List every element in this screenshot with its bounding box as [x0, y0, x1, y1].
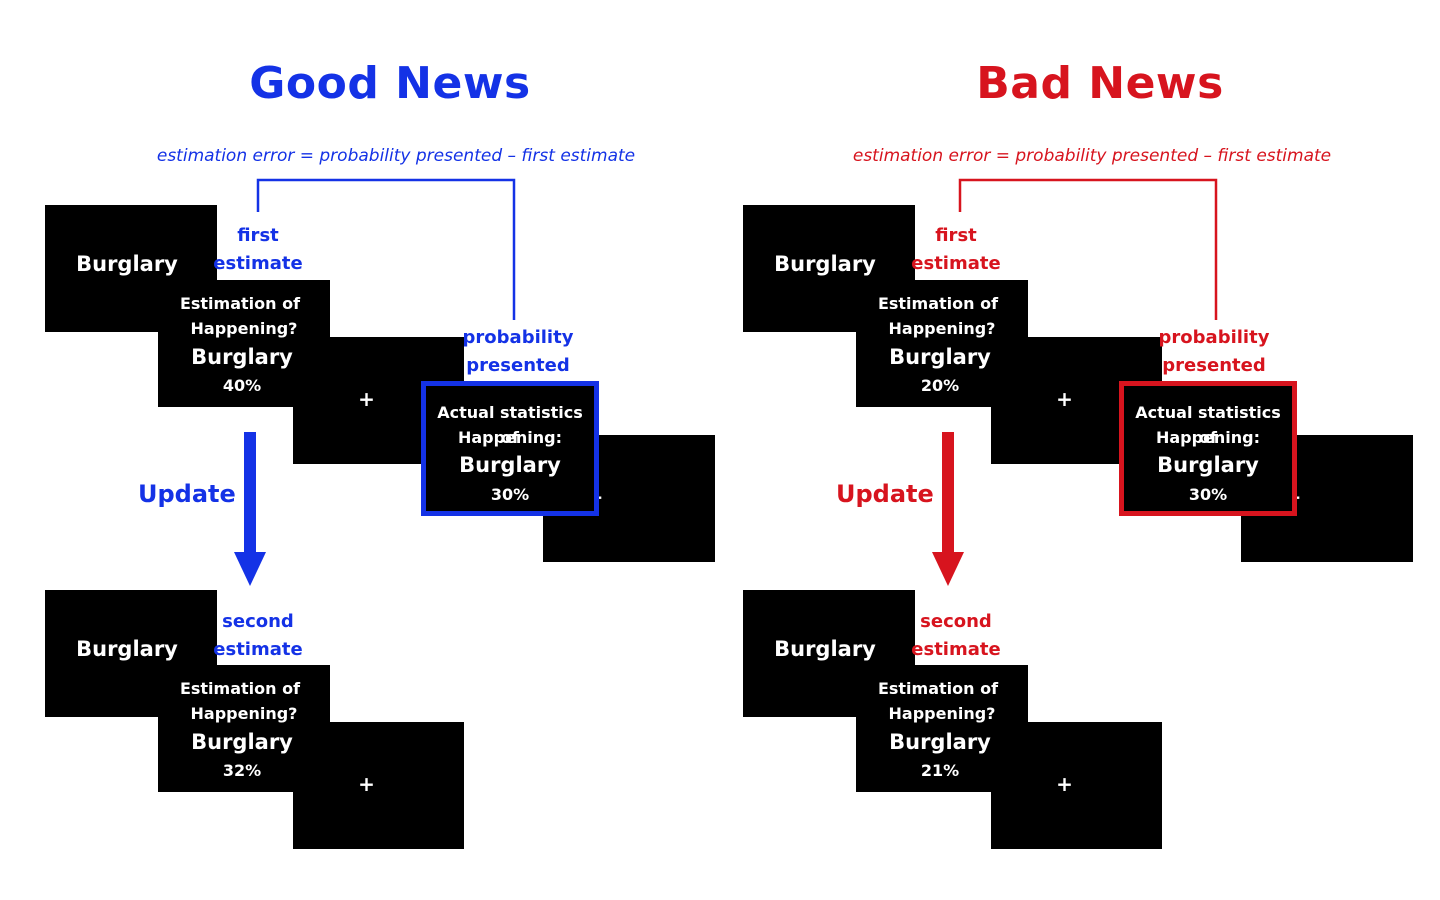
probability-presented-value: 30% [1188, 485, 1228, 504]
second-estimate-label: second estimate [908, 608, 1004, 664]
event-name: Burglary [1157, 453, 1259, 477]
label-line-2: estimate [213, 639, 303, 660]
first-estimate-label: first estimate [908, 222, 1004, 278]
question-line-2: Happening? [888, 319, 996, 338]
cue-screen: Burglary [743, 205, 915, 332]
fixation-cross: + [1056, 387, 1073, 411]
event-name: Burglary [889, 730, 991, 754]
cue-screen: Burglary [45, 590, 217, 717]
cue-text: Burglary [774, 252, 876, 276]
update-label: Update [836, 480, 934, 508]
question-line-2: Happening? [190, 704, 298, 723]
label-line-1: second [222, 611, 294, 632]
actual-line-2: Happening: [457, 428, 563, 447]
second-estimate-label: second estimate [210, 608, 306, 664]
label-line-2: estimate [911, 253, 1001, 274]
question-line-2: Happening? [888, 704, 996, 723]
good-news-panel: Good News estimation error = probability… [45, 58, 715, 849]
actual-line-1: Actual statistics of [1135, 403, 1281, 447]
second-estimate-value: 32% [222, 761, 262, 780]
estimation-error-formula: estimation error = probability presented… [156, 146, 636, 166]
panel-title: Good News [249, 58, 531, 109]
probability-presented-label: probability presented [460, 324, 576, 380]
first-estimate-value: 20% [920, 376, 960, 395]
second-estimate-value: 21% [920, 761, 960, 780]
event-name: Burglary [191, 345, 293, 369]
cue-text: Burglary [76, 252, 178, 276]
estimation-screen: Estimation of Happening? Burglary 20% [856, 280, 1028, 407]
down-arrow-icon [932, 432, 964, 586]
actual-statistics-screen: Actual statistics of Happening: Burglary… [1119, 381, 1297, 516]
label-line-2: estimate [213, 253, 303, 274]
label-line-1: probability [462, 327, 574, 348]
label-line-1: second [920, 611, 992, 632]
label-line-2: presented [1162, 355, 1266, 376]
estimation-screen: Estimation of Happening? Burglary 21% [856, 665, 1028, 792]
question-line-1: Estimation of [179, 294, 301, 313]
bad-news-panel: Bad News estimation error = probability … [698, 0, 1418, 900]
fixation-cross: + [358, 772, 375, 796]
fixation-cross: + [358, 387, 375, 411]
first-estimate-value: 40% [222, 376, 262, 395]
estimation-error-formula: estimation error = probability presented… [852, 146, 1332, 166]
label-line-1: probability [1158, 327, 1270, 348]
event-name: Burglary [191, 730, 293, 754]
down-arrow-icon [234, 432, 266, 586]
probability-presented-label: probability presented [1156, 324, 1272, 380]
estimation-screen: Estimation of Happening? Burglary 40% [158, 280, 330, 407]
update-label: Update [138, 480, 236, 508]
question-line-1: Estimation of [877, 294, 999, 313]
label-line-1: first [935, 225, 977, 246]
fixation-cross: + [1056, 772, 1073, 796]
question-line-1: Estimation of [179, 679, 301, 698]
actual-line-1: Actual statistics of [437, 403, 583, 447]
actual-statistics-screen: Actual statistics of Happening: Burglary… [421, 381, 599, 516]
panel-title: Bad News [976, 58, 1224, 109]
event-name: Burglary [459, 453, 561, 477]
probability-presented-value: 30% [490, 485, 530, 504]
cue-text: Burglary [774, 637, 876, 661]
first-estimate-label: first estimate [210, 222, 306, 278]
label-line-2: estimate [911, 639, 1001, 660]
cue-text: Burglary [76, 637, 178, 661]
actual-line-2: Happening: [1155, 428, 1261, 447]
label-line-1: first [237, 225, 279, 246]
event-name: Burglary [889, 345, 991, 369]
question-line-2: Happening? [190, 319, 298, 338]
estimation-screen: Estimation of Happening? Burglary 32% [158, 665, 330, 792]
label-line-2: presented [466, 355, 570, 376]
question-line-1: Estimation of [877, 679, 999, 698]
